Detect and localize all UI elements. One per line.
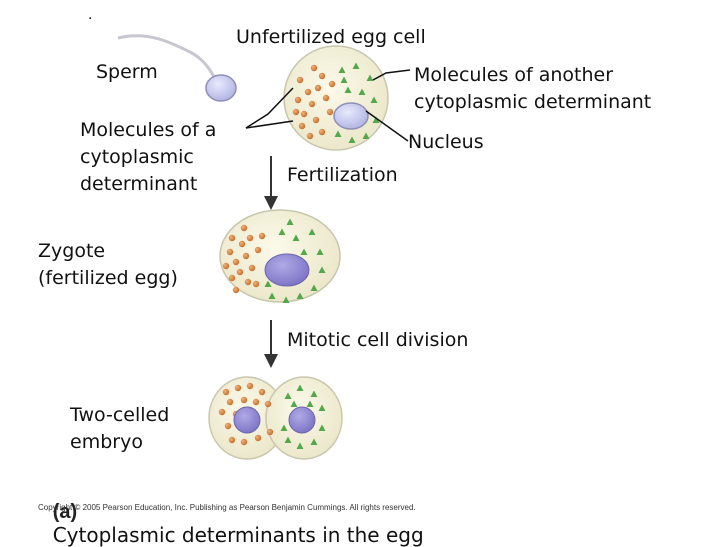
orange-determinant-dot: [295, 97, 301, 103]
orange-determinant-dot: [241, 225, 247, 231]
orange-determinant-dot: [253, 281, 259, 287]
label-nucleus: Nucleus: [408, 131, 484, 154]
orange-determinant-dot: [299, 123, 305, 129]
orange-determinant-dot: [233, 259, 239, 265]
orange-determinant-dot: [319, 73, 325, 79]
egg-nucleus: [334, 103, 368, 129]
orange-determinant-dot: [227, 249, 233, 255]
label-unfertilized-egg: Unfertilized egg cell: [236, 26, 426, 49]
embryo-right-nucleus: [289, 407, 315, 433]
orange-determinant-dot: [241, 397, 247, 403]
orange-determinant-dot: [253, 399, 259, 405]
arrow-fertilization: [264, 156, 278, 210]
orange-determinant-dot: [267, 429, 273, 435]
orange-determinant-dot: [247, 383, 253, 389]
orange-determinant-dot: [247, 235, 253, 241]
copyright-notice: Copyright © 2005 Pearson Education, Inc.…: [38, 503, 416, 512]
orange-determinant-dot: [223, 263, 229, 269]
zygote-nucleus: [265, 254, 309, 286]
orange-determinant-dot: [259, 389, 265, 395]
orange-determinant-dot: [229, 235, 235, 241]
orange-determinant-dot: [311, 65, 317, 71]
orange-determinant-dot: [225, 423, 231, 429]
label-molecules-another: Molecules of another cytoplasmic determi…: [414, 62, 651, 116]
orange-determinant-dot: [323, 95, 329, 101]
orange-determinant-dot: [233, 287, 239, 293]
orange-determinant-dot: [297, 77, 303, 83]
arrow-mitotic-division: [264, 320, 278, 368]
embryo-left-nucleus: [234, 407, 260, 433]
orange-determinant-dot: [319, 129, 325, 135]
orange-determinant-dot: [293, 109, 299, 115]
orange-determinant-dot: [219, 409, 225, 415]
orange-determinant-dot: [259, 233, 265, 239]
orange-determinant-dot: [239, 241, 245, 247]
orange-determinant-dot: [307, 133, 313, 139]
two-celled-embryo: [209, 377, 342, 459]
orange-determinant-dot: [223, 389, 229, 395]
orange-determinant-dot: [241, 439, 247, 445]
orange-determinant-dot: [315, 85, 321, 91]
orange-determinant-dot: [301, 111, 307, 117]
stray-dot: .: [88, 4, 92, 27]
orange-determinant-dot: [229, 275, 235, 281]
orange-determinant-dot: [245, 279, 251, 285]
orange-determinant-dot: [329, 81, 335, 87]
caption-text: Cytoplasmic determinants in the egg: [53, 523, 424, 547]
label-fertilization: Fertilization: [287, 164, 398, 187]
orange-determinant-dot: [309, 101, 315, 107]
figure-caption: (a) Cytoplasmic determinants in the egg: [40, 477, 424, 547]
orange-determinant-dot: [249, 265, 255, 271]
orange-determinant-dot: [237, 269, 243, 275]
label-mitotic-division: Mitotic cell division: [287, 329, 468, 352]
sperm-head: [206, 75, 236, 101]
label-sperm: Sperm: [96, 61, 158, 84]
orange-determinant-dot: [313, 117, 319, 123]
orange-determinant-dot: [305, 89, 311, 95]
orange-determinant-dot: [265, 401, 271, 407]
label-zygote: Zygote (fertilized egg): [38, 238, 178, 292]
orange-determinant-dot: [327, 109, 333, 115]
label-two-celled-embryo: Two-celled embryo: [70, 402, 169, 456]
egg-cell: [284, 46, 388, 150]
orange-determinant-dot: [243, 253, 249, 259]
zygote-cell: [220, 210, 340, 303]
orange-determinant-dot: [255, 435, 261, 441]
orange-determinant-dot: [227, 399, 233, 405]
orange-determinant-dot: [229, 437, 235, 443]
label-molecules-a: Molecules of a cytoplasmic determinant: [80, 117, 216, 198]
orange-determinant-dot: [255, 247, 261, 253]
orange-determinant-dot: [235, 385, 241, 391]
